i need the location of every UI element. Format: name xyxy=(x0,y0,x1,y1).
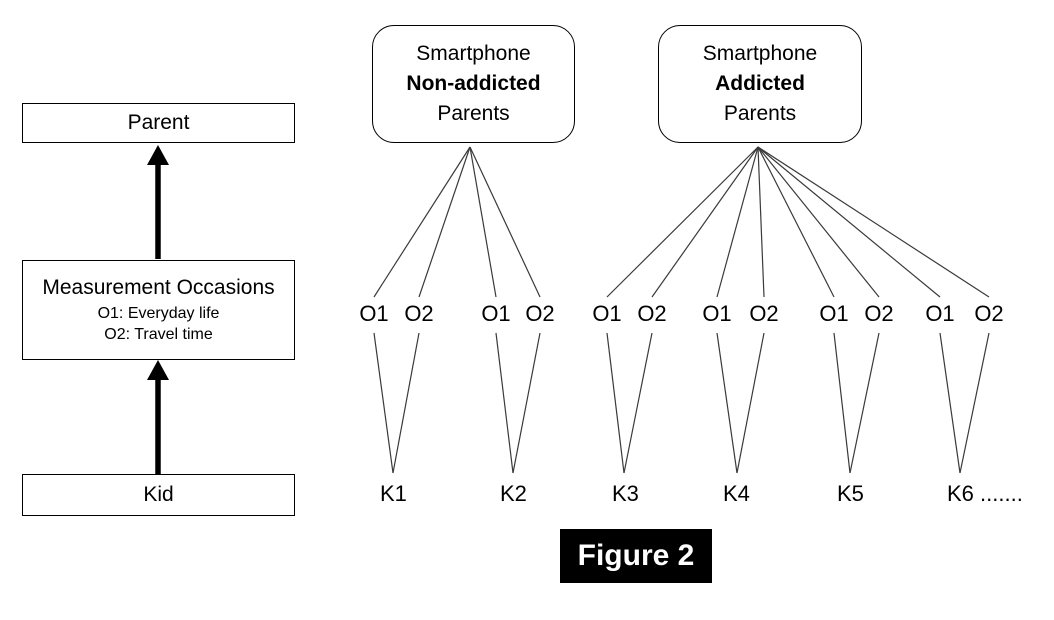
non-addicted-line3: Parents xyxy=(437,102,510,125)
addicted-line1: Smartphone xyxy=(702,42,818,65)
up-arrow-head-1 xyxy=(147,145,169,165)
addicted-line3: Parents xyxy=(723,102,797,125)
kid-label-k2: K2 xyxy=(500,481,527,506)
kid-label-k6: K6 ....... xyxy=(947,481,1023,506)
occasion2-to-kid-line-k2 xyxy=(512,332,541,474)
occasion2-to-kid-line-k6 xyxy=(959,332,990,474)
occasion-label-o2-k6: O2 xyxy=(974,301,1004,326)
occasion-label-o1-k1: O1 xyxy=(359,301,389,326)
occasion1-to-kid-line-k6 xyxy=(939,332,961,474)
measurement-item-o1: O1: Everyday life xyxy=(97,304,220,322)
occasion-label-o1-k2: O1 xyxy=(481,301,511,326)
occasion-label-o1-k6: O1 xyxy=(925,301,955,326)
fan-line-o2-k1 xyxy=(418,146,471,298)
fan-line-o1-k4 xyxy=(716,146,759,298)
fan-line-o1-k1 xyxy=(373,146,471,298)
kid-label-k5: K5 xyxy=(837,481,864,506)
occasion1-to-kid-line-k1 xyxy=(373,332,394,474)
occasion1-to-kid-line-k2 xyxy=(495,332,514,474)
fan-line-o2-k6 xyxy=(757,146,990,298)
fan-line-o1-k2 xyxy=(469,146,497,298)
occasion-label-o2-k5: O2 xyxy=(864,301,894,326)
non-addicted-parents-box: Smartphone Non-addicted Parents xyxy=(372,25,575,143)
kid-box: Kid xyxy=(22,474,295,516)
fan-line-o1-k5 xyxy=(757,146,835,298)
addicted-parents-box: Smartphone Addicted Parents xyxy=(658,25,862,143)
occasion2-to-kid-line-k3 xyxy=(623,332,653,474)
kid-label-k4: K4 xyxy=(723,481,750,506)
fan-line-o2-k5 xyxy=(757,146,880,298)
occasion-label-o1-k4: O1 xyxy=(702,301,732,326)
parent-box: Parent xyxy=(22,103,295,143)
occasion-label-o2-k4: O2 xyxy=(749,301,779,326)
fan-line-o1-k6 xyxy=(757,146,941,298)
measurement-box-title: Measurement Occasions xyxy=(42,275,275,299)
occasion1-to-kid-line-k3 xyxy=(606,332,625,474)
kid-box-label: Kid xyxy=(143,483,174,506)
addicted-line2: Addicted xyxy=(715,72,805,95)
fan-line-o2-k3 xyxy=(651,146,759,298)
kid-label-k1: K1 xyxy=(380,481,407,506)
occasion-label-o2-k3: O2 xyxy=(637,301,667,326)
occasion1-to-kid-line-k5 xyxy=(833,332,851,474)
up-arrow-head-2 xyxy=(147,360,169,380)
occasion-label-o2-k2: O2 xyxy=(525,301,555,326)
figure-caption: Figure 2 xyxy=(560,529,712,583)
fan-line-o2-k2 xyxy=(469,146,541,298)
occasion2-to-kid-line-k1 xyxy=(392,332,420,474)
occasion2-to-kid-line-k5 xyxy=(849,332,880,474)
occasion-label-o2-k1: O2 xyxy=(404,301,434,326)
measurement-occasions-box: Measurement Occasions O1: Everyday life … xyxy=(22,260,295,360)
measurement-item-o2: O2: Travel time xyxy=(104,325,213,343)
non-addicted-line2: Non-addicted xyxy=(406,72,541,95)
fan-line-o2-k4 xyxy=(757,146,765,298)
parent-box-label: Parent xyxy=(127,111,190,134)
occasion-label-o1-k5: O1 xyxy=(819,301,849,326)
occasion-label-o1-k3: O1 xyxy=(592,301,622,326)
fan-line-o1-k3 xyxy=(606,146,759,298)
kid-label-k3: K3 xyxy=(612,481,639,506)
occasion2-to-kid-line-k4 xyxy=(736,332,765,474)
non-addicted-line1: Smartphone xyxy=(416,42,531,65)
occasion1-to-kid-line-k4 xyxy=(716,332,738,474)
figure-caption-text: Figure 2 xyxy=(577,539,695,572)
